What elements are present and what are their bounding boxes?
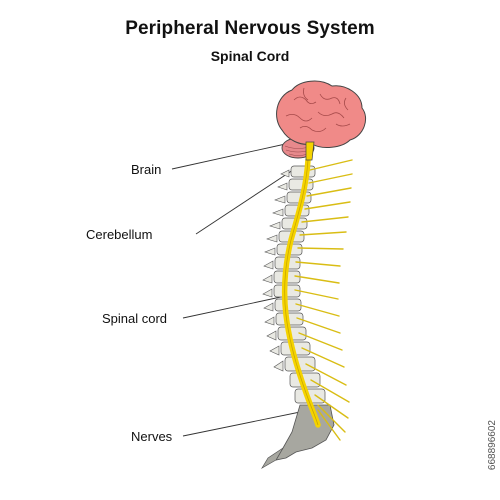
watermark-id: 668896602 <box>487 419 498 470</box>
spinal-nerves <box>294 159 353 441</box>
brainstem <box>305 141 315 161</box>
label-spinal-cord: Spinal cord <box>102 311 168 326</box>
label-cerebellum: Cerebellum <box>86 227 153 242</box>
leader-line-brain <box>171 142 291 170</box>
diagram-subtitle: Spinal Cord <box>210 48 290 64</box>
spinous-processes <box>262 169 290 372</box>
leader-line-nerves <box>182 410 306 437</box>
brain <box>276 80 366 148</box>
coccyx <box>261 447 284 469</box>
label-nerves: Nerves <box>131 429 173 444</box>
leader-line-cerebellum <box>195 167 297 235</box>
label-brain: Brain <box>131 162 162 177</box>
leader-line-spinal-cord <box>182 294 291 319</box>
sacrum <box>275 404 335 461</box>
diagram-title: Peripheral Nervous System <box>125 18 375 39</box>
leader-lines <box>171 142 306 437</box>
